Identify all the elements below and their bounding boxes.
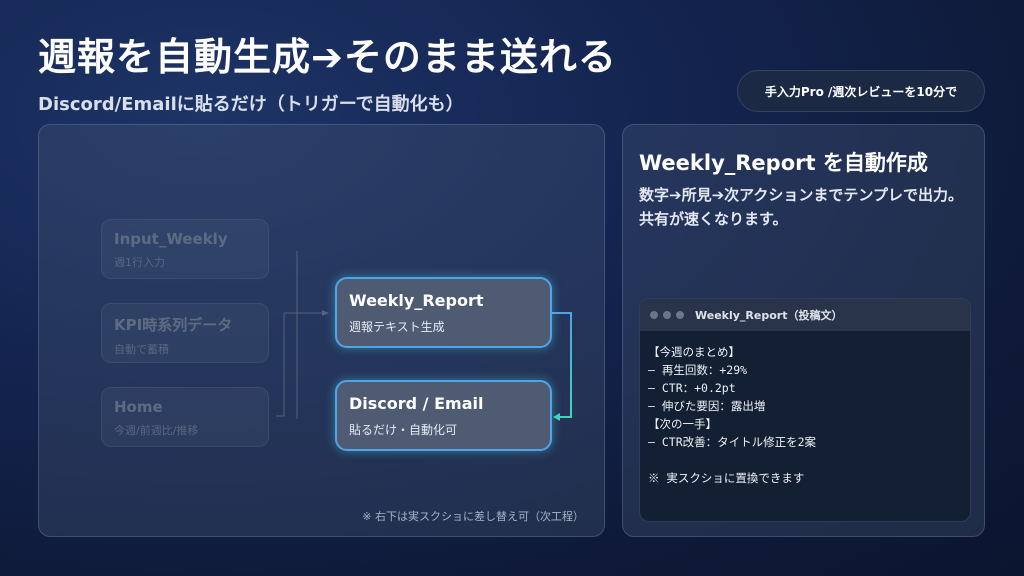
- page-subtitle: Discord/Emailに貼るだけ（トリガーで自動化も）: [38, 94, 464, 115]
- flow-panel: Input_Weekly 週1行入力 KPI時系列データ自動で蓄積 Home 今週/…: [38, 124, 605, 537]
- page-title: 週報を自動生成➔そのまま送れる: [38, 35, 617, 79]
- card-title: Input_Weekly: [114, 230, 228, 248]
- footnote: ※ 右下は実スクショに差し替え可（次工程）: [362, 510, 584, 523]
- report-line: — CTR：+0.2pt: [648, 381, 736, 395]
- arrow-head: [322, 310, 329, 316]
- report-line: — 伸びた要因：露出増: [648, 399, 766, 413]
- card-subtitle: 週1行入力: [114, 256, 165, 269]
- window-dot-icon: [663, 311, 671, 319]
- card-title: Discord / Email: [349, 394, 484, 413]
- card-subtitle: 貼るだけ・自動化可: [349, 423, 458, 437]
- report-line: — CTR改善：タイトル修正を2案: [648, 435, 817, 449]
- window-titlebar: Weekly_Report（投稿文）: [640, 299, 970, 331]
- card-subtitle: 週報テキスト生成: [349, 320, 445, 334]
- side-title: Weekly_Report を自動作成: [639, 151, 928, 175]
- info-badge: 手入力Pro /週次レビューを10分で: [737, 70, 985, 112]
- card-subtitle: 自動で蓄積: [114, 343, 169, 356]
- report-line: [648, 451, 962, 469]
- report-line: ※ 実スクショに置換できます: [648, 471, 805, 485]
- window-dot-icon: [650, 311, 658, 319]
- card-title: KPI時系列データ: [114, 316, 233, 334]
- output-arrow: [552, 312, 572, 418]
- card-title: Weekly_Report: [349, 291, 484, 310]
- window-dot-icon: [676, 311, 684, 319]
- flow-connectors: [276, 251, 572, 421]
- arrow-head: [553, 413, 560, 421]
- input-card-input-weekly: Input_Weekly 週1行入力: [101, 219, 269, 279]
- window-title: Weekly_Report（投稿文）: [695, 309, 843, 322]
- report-text: 【今週のまとめ】 — 再生回数：+29% — CTR：+0.2pt — 伸びた要因：露…: [640, 331, 970, 499]
- report-window: Weekly_Report（投稿文） 【今週のまとめ】 — 再生回数：+29% — …: [639, 298, 971, 522]
- card-title: Home: [114, 398, 163, 416]
- card-subtitle: 今週/前週比/推移: [114, 424, 199, 437]
- input-arrow: [276, 312, 323, 417]
- output-card-discord-email: Discord / Email 貼るだけ・自動化可: [335, 380, 552, 451]
- report-line: 【次の一手】: [648, 417, 717, 431]
- output-card-weekly-report: Weekly_Report 週報テキスト生成: [335, 277, 552, 348]
- report-line: — 再生回数：+29%: [648, 363, 748, 377]
- input-card-kpi: KPI時系列データ自動で蓄積: [101, 303, 269, 363]
- side-panel: Weekly_Report を自動作成 数字➔所見➔次アクションまでテンプレで出…: [622, 124, 985, 537]
- side-description: 数字➔所見➔次アクションまでテンプレで出力。共有が速くなります。: [639, 186, 963, 228]
- input-card-home: Home 今週/前週比/推移: [101, 387, 269, 447]
- report-line: 【今週のまとめ】: [648, 345, 740, 359]
